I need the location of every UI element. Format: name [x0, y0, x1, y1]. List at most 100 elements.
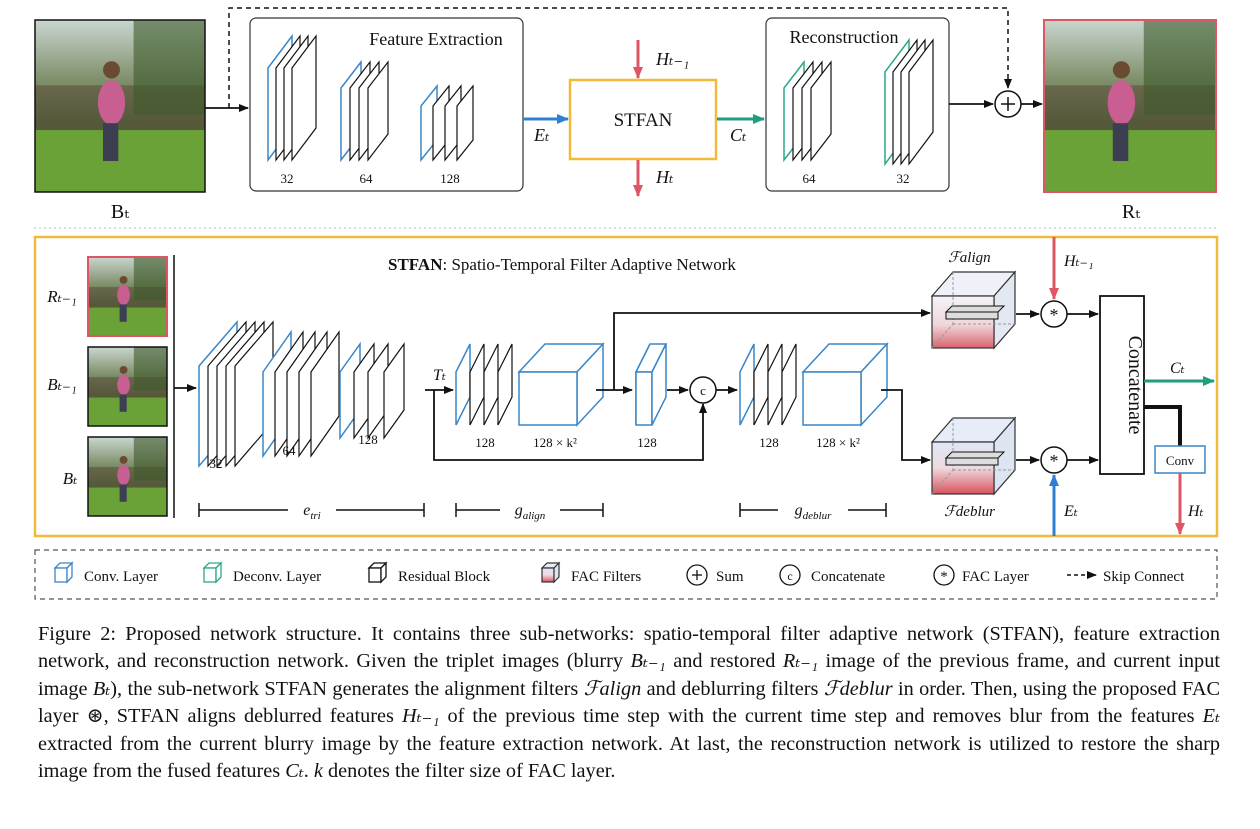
reconstruction-title: Reconstruction — [790, 27, 899, 47]
stfan-title-bold: STFAN — [388, 255, 443, 274]
b-prev-label: Bₜ₋₁ — [47, 375, 76, 394]
range-etri: etri — [198, 499, 425, 522]
tt-skip-line — [433, 390, 707, 461]
feature-extraction-layers — [267, 33, 474, 163]
fac-filters-icon — [540, 561, 561, 584]
stfan-ht-label: Hₜ — [1187, 503, 1204, 520]
f-align-label: ℱalign — [948, 250, 991, 266]
to-conv-line — [1144, 405, 1182, 446]
mid-conv-layer — [634, 343, 668, 426]
input-r-prev — [87, 256, 168, 337]
deconv-layer-icon — [202, 561, 223, 584]
to-falign-arrow — [613, 309, 931, 390]
rc-channel-64: 64 — [803, 171, 817, 186]
gdeblur-ch-128: 128 — [759, 435, 779, 450]
fe-channel-32: 32 — [281, 171, 294, 186]
stfan-h-prev-label: Hₜ₋₁ — [1063, 253, 1094, 270]
caption-text-2: and restored — [665, 650, 783, 673]
caption-math-h-prev: Hₜ₋₁ — [402, 705, 440, 728]
svg-text:c: c — [787, 569, 792, 583]
f-deblur-filters — [930, 416, 1017, 496]
svg-text:*: * — [940, 569, 948, 585]
conv-box — [1154, 445, 1206, 474]
caption-text-5: and deblurring filters — [641, 677, 824, 700]
sum-icon — [686, 564, 708, 586]
input-b-prev — [87, 346, 168, 427]
caption-math-c-t: Cₜ — [285, 760, 304, 783]
etri-layers — [198, 319, 405, 469]
caption-math-f-align: ℱalign — [583, 677, 642, 700]
stfan-panel-title: STFAN: Spatio-Temporal Filter Adaptive N… — [388, 255, 736, 274]
reconstruction-layers — [783, 37, 934, 167]
stfan-et-label: Eₜ — [1063, 503, 1078, 520]
etri-ch-128: 128 — [358, 432, 378, 447]
feature-extraction-title: Feature Extraction — [369, 29, 502, 49]
caption-math-k: k — [313, 760, 323, 783]
caption-math-e-t: Eₜ — [1202, 705, 1220, 728]
to-fdeblur-arrow — [881, 389, 931, 464]
legend-box — [34, 549, 1218, 600]
caption-text-3: image of the previous frame, and current… — [38, 650, 1220, 700]
legend-concatenate-label: Concatenate — [811, 569, 885, 585]
galign-ch-128k2: 128 × k² — [533, 435, 577, 450]
caption-text-9: . — [303, 760, 314, 783]
svg-text:*: * — [1050, 305, 1059, 325]
caption-text-10: denotes the filter size of FAC layer. — [322, 760, 616, 783]
stfan-box — [568, 78, 718, 161]
range-gdeblur: gdeblur — [739, 499, 887, 522]
skip-connect-line — [228, 7, 1012, 108]
input-label: Bₜ — [111, 201, 129, 223]
input-image-bt — [34, 19, 206, 193]
tt-label: Tₜ — [433, 367, 446, 384]
legend-fac-filters-label: FAC Filters — [571, 569, 641, 585]
residual-block-icon — [367, 561, 388, 584]
concatenate-node: c — [689, 376, 717, 404]
stfan-title-rest: : Spatio-Temporal Filter Adaptive Networ… — [442, 255, 736, 274]
gdeblur-layers — [739, 342, 889, 427]
rc-channel-32: 32 — [897, 171, 910, 186]
network-diagram: Bₜ Feature Extraction 32 64 128 Eₜ STFAN… — [33, 7, 1219, 600]
caption-text-1: Figure 2: Proposed network structure. It… — [38, 623, 1220, 673]
b-current-label: Bₜ — [63, 469, 78, 488]
concatenate-block — [1099, 295, 1145, 475]
concatenate-label: Concatenate — [1124, 336, 1146, 435]
etri-ch-32: 32 — [210, 456, 223, 471]
conv-label: Conv — [1166, 453, 1195, 468]
stfan-ct-label: Cₜ — [1170, 360, 1185, 377]
legend-residual-label: Residual Block — [398, 569, 491, 585]
output-image-rt — [1043, 19, 1217, 193]
ct-label: Cₜ — [730, 125, 747, 145]
conv-layer-icon — [53, 561, 74, 584]
h-prev-label: Hₜ₋₁ — [655, 49, 689, 69]
legend-deconv-label: Deconv. Layer — [233, 569, 321, 585]
legend-sum-label: Sum — [716, 569, 744, 585]
caption-text-6: in order. Then, using the proposed FAC l… — [38, 677, 1220, 728]
caption-text-4: ), the sub-network STFAN generates the a… — [110, 677, 584, 700]
h-t-label: Hₜ — [655, 167, 674, 187]
concatenate-icon: c — [779, 564, 801, 586]
caption-math-b-prev: Bₜ₋₁ — [630, 650, 666, 673]
svg-text:*: * — [1050, 451, 1059, 471]
svg-text:c: c — [700, 383, 706, 398]
caption-text-7: of the previous time step with the curre… — [439, 705, 1203, 728]
fac-layer-deblur: * — [1040, 446, 1068, 474]
fac-layer-align: * — [1040, 300, 1068, 328]
legend-conv-label: Conv. Layer — [84, 569, 158, 585]
legend-skip-label: Skip Connect — [1103, 569, 1185, 585]
sum-node — [994, 90, 1022, 118]
mid-ch-128: 128 — [637, 435, 657, 450]
fac-layer-icon: * — [933, 564, 955, 586]
et-label: Eₜ — [533, 125, 550, 145]
stfan-box-label: STFAN — [614, 110, 673, 131]
galign-ch-128: 128 — [475, 435, 495, 450]
legend-fac-layer-label: FAC Layer — [962, 569, 1029, 585]
fe-channel-64: 64 — [360, 171, 374, 186]
caption-math-b-t: Bₜ — [92, 677, 111, 700]
caption-text-8: extracted from the current blurry image … — [38, 732, 1220, 783]
fe-channel-128: 128 — [440, 171, 460, 186]
gdeblur-ch-128k2: 128 × k² — [816, 435, 860, 450]
range-galign: galign — [455, 499, 604, 522]
caption-math-f-deblur: ℱdeblur — [823, 677, 893, 700]
caption-math-r-prev: Rₜ₋₁ — [782, 650, 819, 673]
r-prev-label: Rₜ₋₁ — [46, 287, 76, 306]
